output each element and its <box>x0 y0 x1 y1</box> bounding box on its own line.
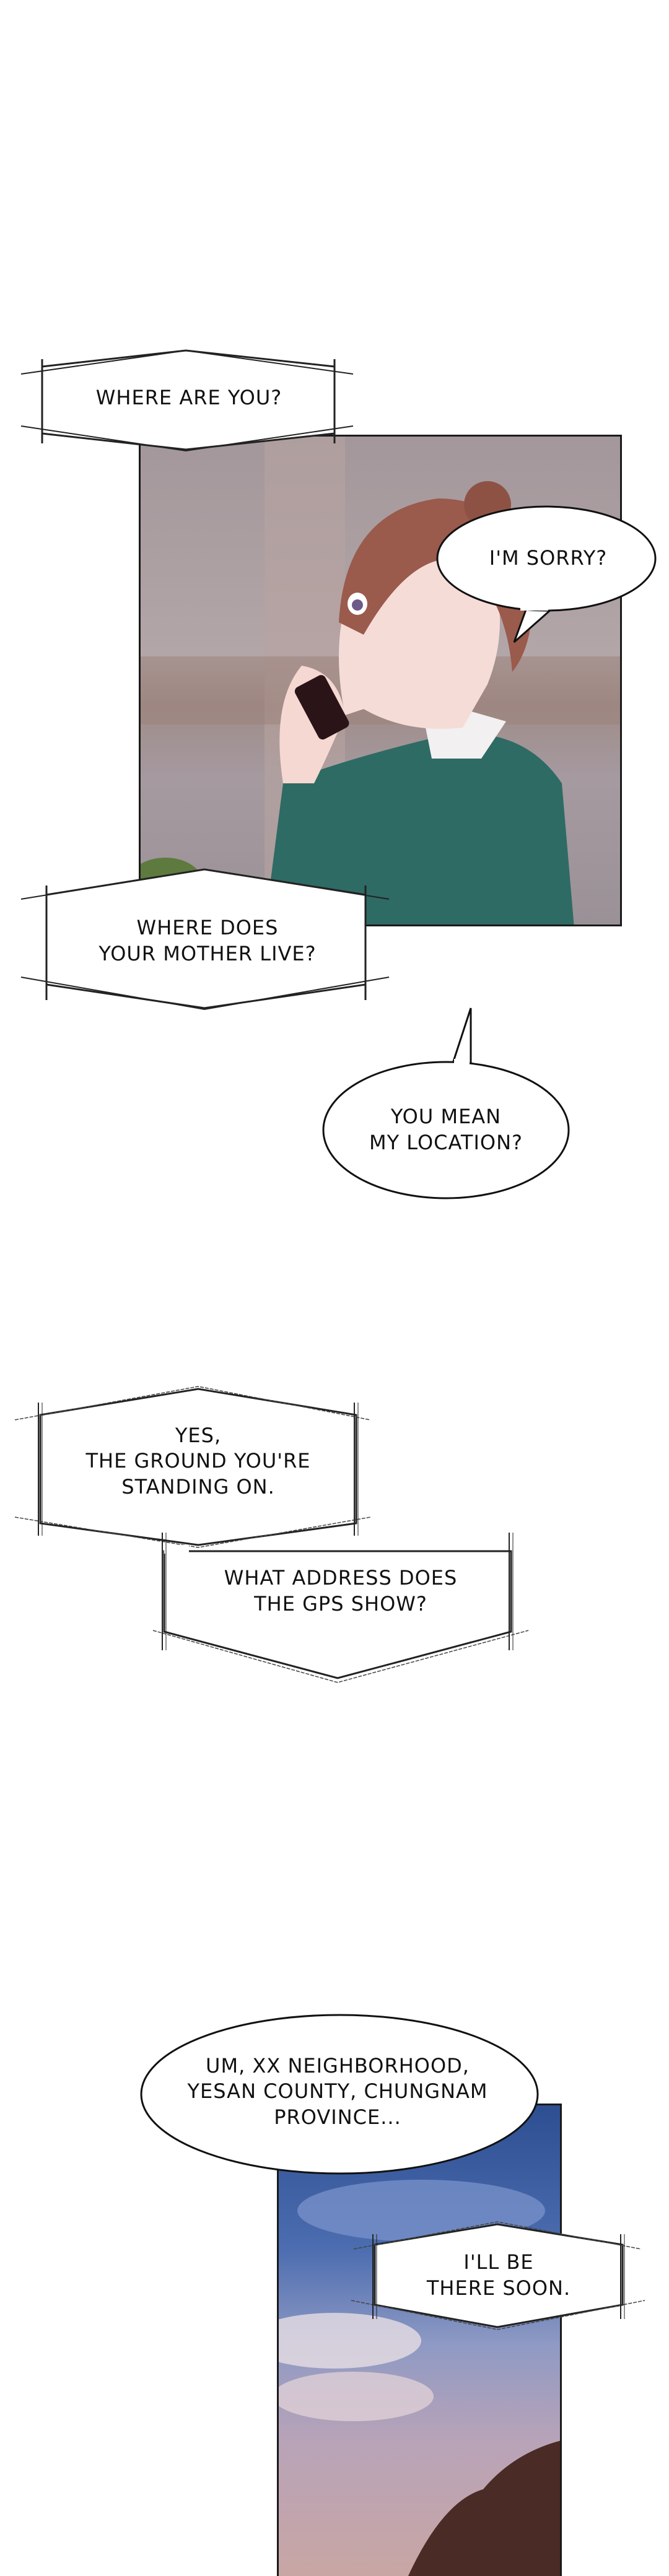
caption-box-gps-address: WHAT ADDRESS DOES THE GPS SHOW? <box>152 1520 530 1687</box>
caption-box-yes-ground: YES, THE GROUND YOU'RE STANDING ON. <box>12 1378 372 1551</box>
caption-line: YES, <box>175 1423 222 1447</box>
bubble-line: YESAN COUNTY, CHUNGNAM <box>187 2079 488 2104</box>
caption-line: THERE SOON. <box>426 2276 571 2300</box>
caption-text: I'LL BE THERE SOON. <box>381 2235 616 2316</box>
caption-text: YES, THE GROUND YOU'RE STANDING ON. <box>43 1409 353 1514</box>
caption-text: WHERE ARE YOU? <box>95 386 282 410</box>
caption-box-where-mother-lives: WHERE DOES YOUR MOTHER LIVE? <box>19 861 390 1016</box>
speech-bubble-shape <box>140 2014 539 2175</box>
bubble-text: YOU MEAN MY LOCATION? <box>338 1071 554 1189</box>
caption-box-where-are-you: WHERE ARE YOU? <box>19 347 353 458</box>
bubble-line: MY LOCATION? <box>369 1131 523 1154</box>
bubble-text: UM, XX NEIGHBORHOOD, YESAN COUNTY, CHUNG… <box>155 2030 520 2154</box>
caption-line: THE GPS SHOW? <box>254 1592 427 1616</box>
caption-frame <box>20 868 390 1011</box>
caption-text: WHERE DOES YOUR MOTHER LIVE? <box>50 898 365 985</box>
caption-line: STANDING ON. <box>121 1474 275 1499</box>
caption-line: WHAT ADDRESS DOES <box>224 1566 458 1590</box>
caption-frame <box>351 2221 645 2330</box>
caption-frame <box>20 349 353 452</box>
caption-frame <box>152 1533 529 1683</box>
caption-line: YOUR MOTHER LIVE? <box>98 942 317 965</box>
bubble-text: I'M SORRY? <box>489 546 608 570</box>
bubble-line: PROVINCE... <box>274 2105 401 2129</box>
speech-bubble-you-mean-my-location: YOU MEAN MY LOCATION? <box>319 1003 579 1204</box>
caption-text: WHAT ADDRESS DOES THE GPS SHOW? <box>170 1554 511 1629</box>
caption-box-ill-be-there-soon: I'LL BE THERE SOON. <box>350 2217 647 2334</box>
speech-bubble-shape <box>436 505 657 643</box>
panel-evening-sky <box>277 2104 562 2576</box>
caption-line: I'LL BE <box>463 2250 534 2274</box>
speech-bubble-shape <box>322 1007 570 1199</box>
speech-bubble-im-sorry: I'M SORRY? <box>434 503 663 651</box>
bubble-line: YOU MEAN <box>390 1105 502 1129</box>
speech-bubble-address: UM, XX NEIGHBORHOOD, YESAN COUNTY, CHUNG… <box>136 2011 542 2178</box>
caption-line: WHERE DOES <box>136 916 279 940</box>
caption-frame <box>14 1386 371 1548</box>
bubble-line: UM, XX NEIGHBORHOOD, <box>206 2053 470 2078</box>
panel2-illustration <box>279 2180 560 2576</box>
caption-line: THE GROUND YOU'RE <box>85 1449 311 1473</box>
